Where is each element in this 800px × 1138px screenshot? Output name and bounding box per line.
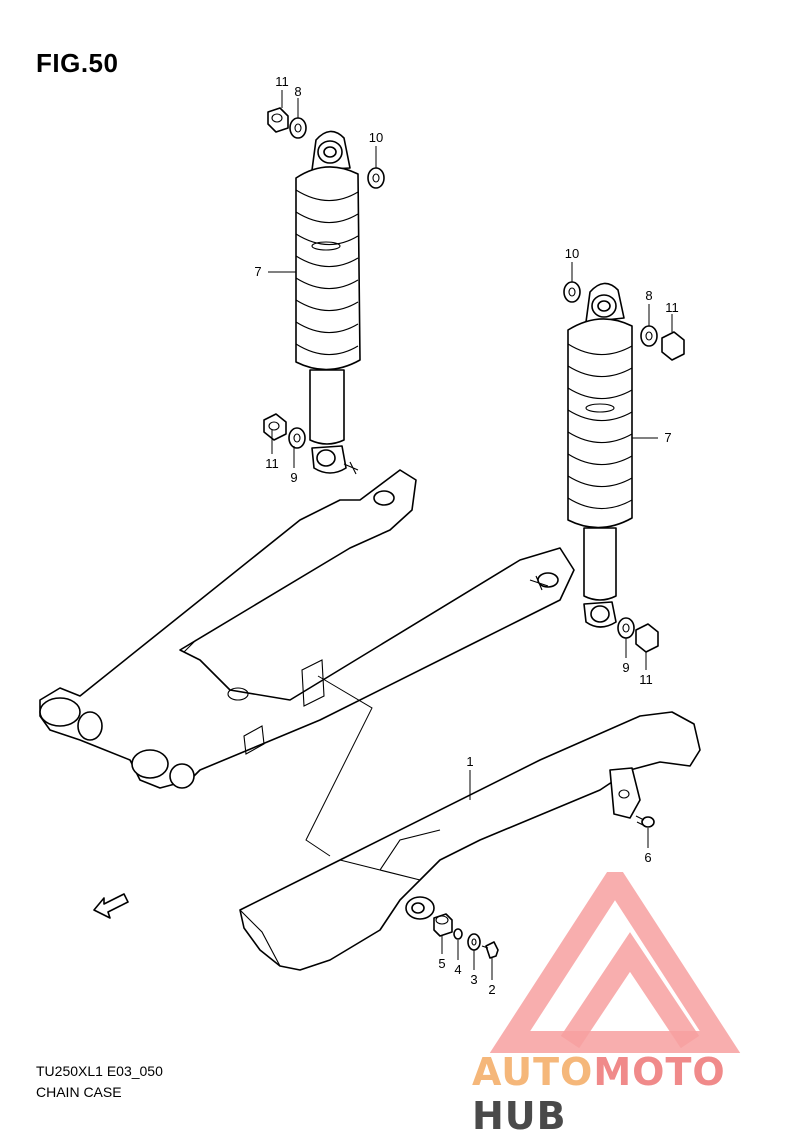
callout-3: 3 [470, 972, 477, 987]
callout-11: 11 [275, 74, 289, 89]
nut-11-mid-left [263, 413, 287, 441]
nut-11-right-bottom [635, 623, 659, 653]
model-code: TU250XL1 E03_050 [36, 1063, 163, 1079]
washer-9-mid-left [288, 427, 306, 449]
callout-9: 9 [622, 660, 629, 675]
callout-11: 11 [665, 300, 679, 315]
fwd-arrow-icon: FWD [93, 893, 129, 919]
callout-11: 11 [265, 456, 279, 471]
callout-8: 8 [645, 288, 652, 303]
washer-10-top-left [367, 167, 385, 189]
callout-10: 10 [565, 246, 579, 261]
bolt-6 [635, 815, 655, 828]
callout-4: 4 [454, 962, 461, 977]
right-shock-absorber [567, 282, 633, 628]
watermark-text: AUTOMOTO HUB [472, 1050, 800, 1138]
nut-11-top-left [267, 107, 289, 133]
washer-4 [453, 928, 463, 940]
figure-title: FIG.50 [36, 48, 119, 78]
left-shock-absorber [295, 130, 361, 474]
callout-5: 5 [438, 956, 445, 971]
automotohub-logo [489, 872, 741, 1053]
collar-5 [433, 913, 453, 937]
callout-7: 7 [664, 430, 671, 445]
bolt-2 [481, 941, 499, 959]
callout-1: 1 [466, 754, 473, 769]
callout-6: 6 [644, 850, 651, 865]
washer-10-right [563, 281, 581, 303]
washer-8-top-left [289, 117, 307, 139]
chain-case [239, 711, 701, 971]
callout-10: 10 [369, 130, 383, 145]
nut-11-right-top [661, 331, 685, 361]
callout-11: 11 [639, 672, 653, 687]
callout-8: 8 [294, 84, 301, 99]
leader-lines [268, 90, 673, 980]
washer-8-right [640, 325, 658, 347]
section-name: CHAIN CASE [36, 1084, 122, 1100]
washer-9-right [617, 617, 635, 639]
callout-labels: 11 8 10 7 11 9 10 8 11 7 9 11 1 6 5 4 3 … [254, 74, 678, 997]
swing-arm [39, 461, 575, 857]
watermark-auto: AUTO [472, 1050, 594, 1094]
watermark-moto: MOTO [593, 1050, 726, 1094]
callout-9: 9 [290, 470, 297, 485]
callout-7: 7 [254, 264, 261, 279]
callout-2: 2 [488, 982, 495, 997]
watermark-hub: HUB [472, 1094, 567, 1138]
